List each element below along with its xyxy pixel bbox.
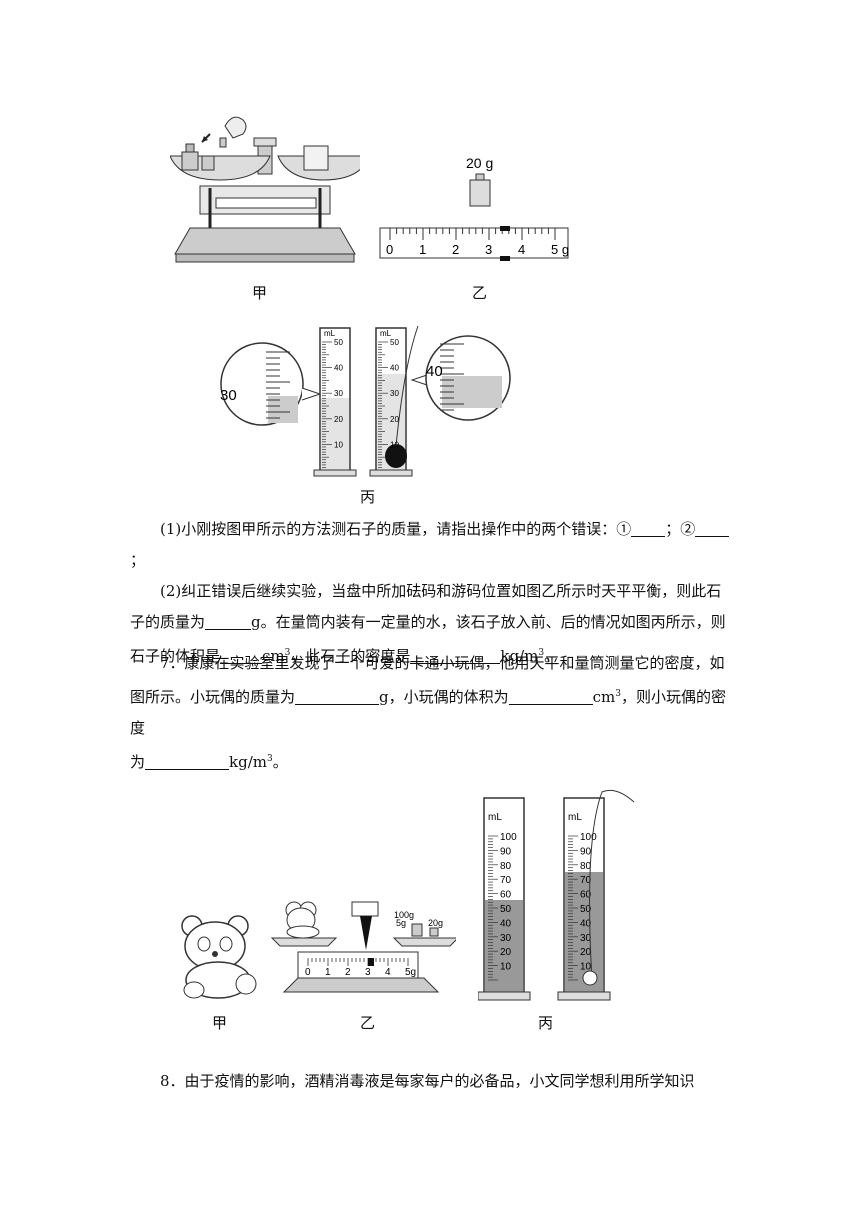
blank-volume[interactable] (220, 647, 263, 664)
toy-cylinder-figure: mL 100 90 80 70 60 50 40 30 20 10 mL 100 90 80 70 60 5… (478, 789, 635, 1001)
ruler2-label: 5g (405, 967, 416, 978)
cylinder2-label: 80 (500, 861, 512, 872)
cylinder2-label: 70 (500, 875, 512, 886)
cylinder2-label: 20 (580, 947, 592, 958)
ruler2-label: 0 (305, 967, 311, 978)
cylinder-label: 40 (390, 364, 399, 373)
balance-figure-a (170, 116, 360, 263)
cylinder2-label: 80 (580, 861, 592, 872)
blank-1[interactable] (631, 520, 666, 537)
weight-5g: 5g (396, 918, 406, 928)
cylinder2-label: 20 (500, 947, 512, 958)
caption-c: 丙 (360, 488, 376, 506)
ruler-ticks: 0 1 2 3 4 5 g (386, 228, 569, 257)
cylinder2-label: 10 (500, 962, 512, 973)
cylinder2-label: 50 (580, 904, 592, 915)
cylinder2-label: 100 (580, 832, 597, 843)
caption2-a: 甲 (212, 1014, 228, 1032)
question-8: 8．由于疫情的影响，酒精消毒液是每家每户的必备品，小文同学想利用所学知识 (160, 1072, 695, 1090)
blank-toy-volume[interactable] (508, 688, 593, 705)
ruler-label: 1 (419, 242, 426, 257)
ruler-label: 4 (518, 242, 525, 257)
weight-100g: 100g (394, 910, 414, 920)
blank-toy-density[interactable] (145, 753, 230, 770)
cylinder-label: 20 (390, 415, 399, 424)
ruler-label: 5 g (551, 242, 569, 257)
question-6: (1)小刚按图甲所示的方法测石子的质量，请指出操作中的两个错误：①；②； (2)… (130, 514, 730, 672)
cylinder-label: 50 (390, 338, 399, 347)
cylinder2-label: 90 (500, 846, 512, 857)
cylinder-label: 30 (334, 389, 343, 398)
zoom-left-label: 30 (220, 387, 237, 404)
blank-2[interactable] (695, 520, 730, 537)
cylinder2-label: 40 (500, 918, 512, 929)
cylinder2-label: 30 (500, 933, 512, 944)
cylinder2-label: 60 (580, 890, 592, 901)
cylinder-unit: mL (380, 329, 392, 338)
caption2-b: 乙 (360, 1014, 376, 1032)
cylinder2-label: 100 (500, 832, 517, 843)
cylinder-label: 30 (390, 389, 399, 398)
cylinder-unit: mL (324, 329, 336, 338)
balance-figure-b: 100g 5g 20g 0 1 2 3 4 5g (270, 901, 456, 993)
cylinder2-label: 50 (500, 904, 512, 915)
cylinder-b-unit: mL (568, 812, 582, 823)
cylinder-label: 10 (334, 440, 343, 449)
cylinder-label: 20 (334, 415, 343, 424)
zoom-right-label: 40 (426, 363, 443, 380)
ruler2-label: 3 (365, 967, 371, 978)
ruler2-label: 4 (385, 967, 391, 978)
ruler-label: 2 (452, 242, 459, 257)
weight-label: 20 g (466, 155, 493, 171)
cylinder2-label: 60 (500, 890, 512, 901)
question-7: 7．康康在实验室里发现了一个可爱的卡通小玩偶，他用天平和量筒测量它的密度，如 图… (130, 654, 726, 771)
cylinder2-label: 10 (580, 962, 592, 973)
ruler2-label: 2 (345, 967, 351, 978)
cylinder2-label: 70 (580, 875, 592, 886)
blank-mass[interactable] (205, 613, 252, 630)
blank-toy-mass[interactable] (295, 688, 380, 705)
blank-density[interactable] (410, 647, 501, 664)
ruler-label: 0 (386, 242, 393, 257)
cylinder-label: 50 (334, 338, 343, 347)
cylinder2-label: 30 (580, 933, 592, 944)
ruler-label: 3 (485, 242, 492, 257)
ruler2-label: 1 (325, 967, 331, 978)
cylinder2-label: 40 (580, 918, 592, 929)
toy-figure-a (181, 915, 257, 999)
cylinder-label: 10 (390, 440, 399, 449)
cylinder-a-unit: mL (488, 812, 502, 823)
cylinder-label: 40 (334, 364, 343, 373)
caption-b: 乙 (472, 284, 488, 302)
caption-a: 甲 (252, 284, 268, 302)
cylinder2-label: 90 (580, 846, 592, 857)
rider-ruler-figure: 20 g 0 1 2 3 4 5 g (379, 155, 569, 261)
weight-20g: 20g (428, 918, 443, 928)
caption2-c: 丙 (538, 1014, 554, 1032)
